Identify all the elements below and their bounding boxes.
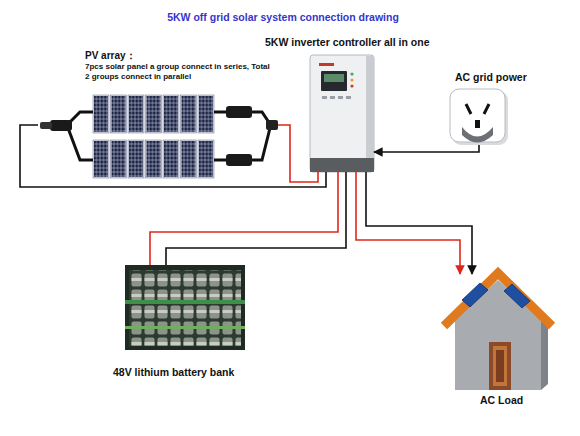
inverter-unit	[310, 55, 374, 172]
battery-bank	[125, 265, 245, 350]
power-cable	[20, 125, 326, 187]
component-label: 5KW inverter controller all in one	[265, 36, 465, 50]
positive-wire	[278, 125, 318, 182]
solar-panel-row	[93, 140, 214, 178]
component-label: 48V lithium battery bank	[113, 366, 283, 380]
power-cable	[356, 172, 472, 274]
diagram-title: 5KW off grid solar system connection dra…	[0, 11, 566, 23]
component-node: AC Load	[440, 270, 552, 390]
return-wire	[166, 172, 346, 265]
component-node: AC grid power	[450, 89, 508, 145]
power-cable	[150, 172, 346, 265]
power-cable	[374, 145, 479, 152]
solar-panel-row	[93, 95, 214, 133]
mc4-connector	[40, 112, 93, 160]
wall-outlet	[450, 89, 508, 145]
component-label: PV array：	[85, 49, 205, 62]
component-node: PV array：7pcs solar panel a group connec…	[38, 93, 278, 181]
positive-wire	[374, 145, 479, 152]
component-label: AC grid power	[455, 71, 565, 85]
component-node: 48V lithium battery bank	[125, 265, 245, 350]
component-label: AC Load	[480, 394, 560, 408]
return-wire	[366, 172, 472, 274]
house-icon	[444, 273, 552, 390]
positive-wire	[150, 172, 338, 265]
mc4-connector	[214, 106, 278, 166]
return-wire	[20, 125, 326, 187]
positive-wire	[356, 172, 460, 274]
component-note: 7pcs solar panel a group connect in seri…	[85, 62, 271, 83]
component-node: 5KW inverter controller all in one	[310, 55, 374, 172]
